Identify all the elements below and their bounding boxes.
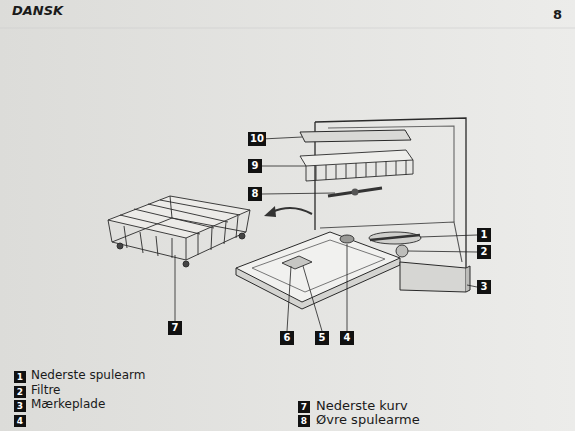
- upper-spray-arm: [328, 188, 382, 196]
- open-door: [236, 232, 400, 309]
- callout-text: 5: [319, 333, 326, 343]
- plinth: [400, 262, 470, 292]
- callout-number: 1: [477, 228, 491, 242]
- callout-text: 2: [17, 388, 23, 397]
- part-name: Filtre: [31, 384, 60, 398]
- callout-number: 7: [168, 321, 182, 335]
- header-rule: [0, 28, 575, 29]
- cutlery-tray: [300, 130, 411, 142]
- filter: [396, 245, 408, 257]
- callout-number: 4: [14, 415, 26, 427]
- callout-text: 8: [252, 189, 259, 199]
- lower-basket: [108, 196, 250, 267]
- callout-number: 8: [248, 187, 262, 201]
- callout-text: 9: [252, 161, 259, 171]
- callout-text: 3: [481, 282, 488, 292]
- lower-spray-arm: [369, 232, 421, 244]
- part-name: Nederste kurv: [316, 399, 408, 414]
- callout-text: 2: [481, 247, 488, 257]
- callout-number: 3: [14, 400, 26, 412]
- upper-basket: [300, 150, 413, 181]
- rinse-aid-dispenser: [340, 235, 354, 243]
- callout-text: 1: [17, 373, 23, 382]
- callout-number: 6: [280, 331, 294, 345]
- callout-text: 4: [344, 333, 351, 343]
- callout-text: 10: [250, 134, 264, 144]
- callout-number: 5: [315, 331, 329, 345]
- callout-number: 4: [340, 331, 354, 345]
- part-name: Mærkeplade: [31, 398, 105, 412]
- part-name: Nederste spulearm: [31, 369, 145, 383]
- callout-text: 1: [481, 230, 488, 240]
- page-header: DANSK: [12, 4, 63, 19]
- part-name: Øvre spulearme: [316, 413, 420, 428]
- callout-number: 10: [248, 132, 266, 146]
- callout-text: 3: [17, 402, 23, 411]
- pull-out-arrow: [264, 206, 312, 217]
- callout-number: 2: [477, 245, 491, 259]
- callout-text: 7: [172, 323, 179, 333]
- callout-number: 1: [14, 371, 26, 383]
- callout-text: 4: [17, 417, 23, 426]
- callout-number: 8: [298, 415, 310, 427]
- callout-text: 6: [284, 333, 291, 343]
- page-header: 8: [553, 8, 562, 23]
- callout-number: 3: [477, 280, 491, 294]
- callout-text: 7: [301, 403, 307, 412]
- callout-number: 7: [298, 401, 310, 413]
- callout-text: 8: [301, 417, 307, 426]
- callout-number: 2: [14, 386, 26, 398]
- detergent-dispenser: [282, 256, 312, 269]
- leader-lines: [175, 137, 477, 331]
- callout-number: 9: [248, 159, 262, 173]
